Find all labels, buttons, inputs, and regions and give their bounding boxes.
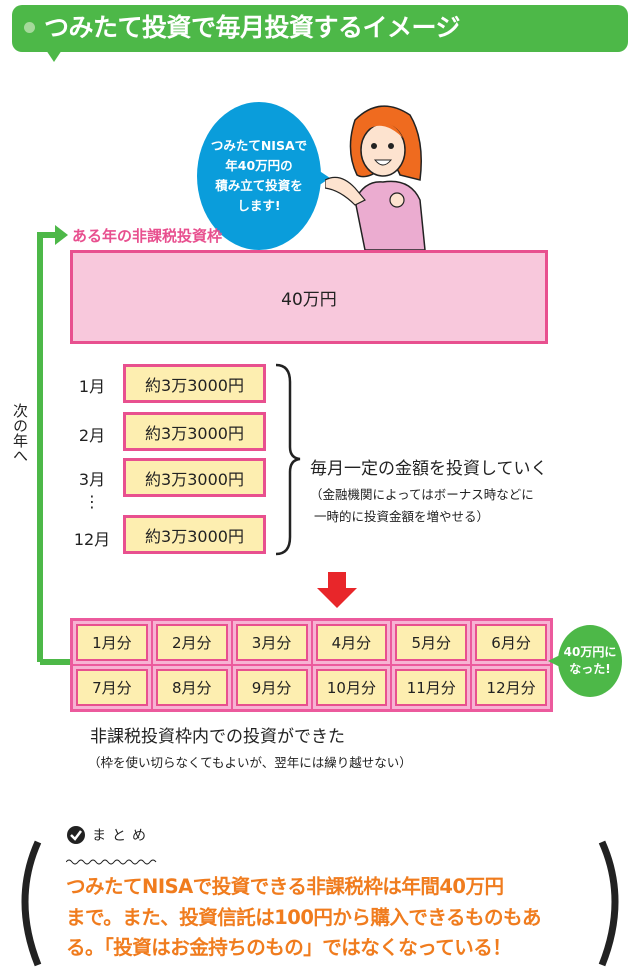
result-text: 非課税投資枠内での投資ができた bbox=[90, 727, 345, 747]
page-title: つみたて投資で毎月投資するイメージ bbox=[44, 13, 461, 42]
monthly-description: 毎月一定の金額を投資していく bbox=[310, 459, 548, 479]
annual-frame-box: 40万円 bbox=[70, 250, 548, 344]
speech-bubble: つみたてNISAで 年40万円の 積み立て投資を します! bbox=[197, 102, 321, 250]
result-bubble: 40万円になった! bbox=[558, 625, 622, 697]
grid-cell: 10月分 bbox=[315, 669, 388, 706]
monthly-grid: 1月分 2月分 3月分 4月分 5月分 6月分 7月分 8月分 9月分 10月分… bbox=[70, 618, 553, 712]
grid-cell: 1月分 bbox=[76, 624, 148, 661]
down-arrow-icon bbox=[317, 572, 357, 608]
result-bubble-line: なった! bbox=[569, 662, 611, 676]
speech-line: 年40万円の bbox=[225, 158, 293, 173]
grid-cell: 5月分 bbox=[395, 624, 468, 661]
summary-heading: まとめ bbox=[92, 828, 152, 844]
wavy-underline bbox=[66, 859, 157, 865]
month-label: 3月 bbox=[78, 470, 106, 489]
result-bubble-line: 40万円に bbox=[563, 645, 617, 659]
brace-icon bbox=[275, 363, 301, 556]
check-icon bbox=[67, 826, 85, 844]
speech-line: 積み立て投資を bbox=[215, 178, 303, 193]
summary-line: る。「投資はお金持ちのもの」ではなくなっている！ bbox=[66, 936, 512, 959]
grid-cell: 8月分 bbox=[155, 669, 228, 706]
monthly-amount-box: 約3万3000円 bbox=[123, 412, 266, 451]
description-note: （金融機関によってはボーナス時などに bbox=[310, 487, 534, 502]
monthly-amount-box: 約3万3000円 bbox=[123, 458, 266, 497]
description-note: 一時的に投資金額を増やせる） bbox=[314, 509, 490, 524]
right-paren-icon bbox=[598, 840, 619, 967]
annual-amount: 40万円 bbox=[281, 289, 337, 310]
month-label: 1月 bbox=[78, 377, 106, 396]
next-year-label: 次の年へ bbox=[11, 403, 29, 463]
grid-cell: 4月分 bbox=[315, 624, 388, 661]
header-bar bbox=[12, 5, 628, 52]
monthly-amount-box: 約3万3000円 bbox=[123, 515, 266, 554]
frame-label: ある年の非課税投資枠 bbox=[72, 227, 223, 245]
result-bubble-tail bbox=[548, 655, 560, 667]
speech-line: つみたてNISAで bbox=[210, 138, 308, 153]
grid-cell: 2月分 bbox=[155, 624, 228, 661]
left-paren-icon bbox=[21, 840, 42, 967]
grid-cell: 3月分 bbox=[235, 624, 308, 661]
summary-line: まで。また、投資信託は100円から購入できるものもあ bbox=[66, 906, 542, 929]
grid-cell: 7月分 bbox=[76, 669, 148, 706]
grid-cell: 9月分 bbox=[235, 669, 308, 706]
speech-line: します! bbox=[237, 198, 281, 213]
result-note: （枠を使い切らなくてもよいが、翌年には繰り越せない） bbox=[88, 755, 412, 770]
ellipsis: ⋮ bbox=[84, 492, 100, 511]
month-label: 2月 bbox=[78, 426, 106, 445]
bullet-icon bbox=[24, 22, 35, 33]
next-year-arrow-icon bbox=[37, 225, 70, 665]
summary-line: つみたてNISAで投資できる非課税枠は年間40万円 bbox=[66, 875, 504, 898]
grid-cell: 11月分 bbox=[395, 669, 468, 706]
monthly-amount-box: 約3万3000円 bbox=[123, 364, 266, 403]
header-tail bbox=[46, 50, 62, 62]
grid-cell: 12月分 bbox=[475, 669, 547, 706]
month-label: 12月 bbox=[73, 530, 111, 549]
woman-illustration-icon bbox=[325, 105, 426, 251]
grid-cell: 6月分 bbox=[475, 624, 547, 661]
